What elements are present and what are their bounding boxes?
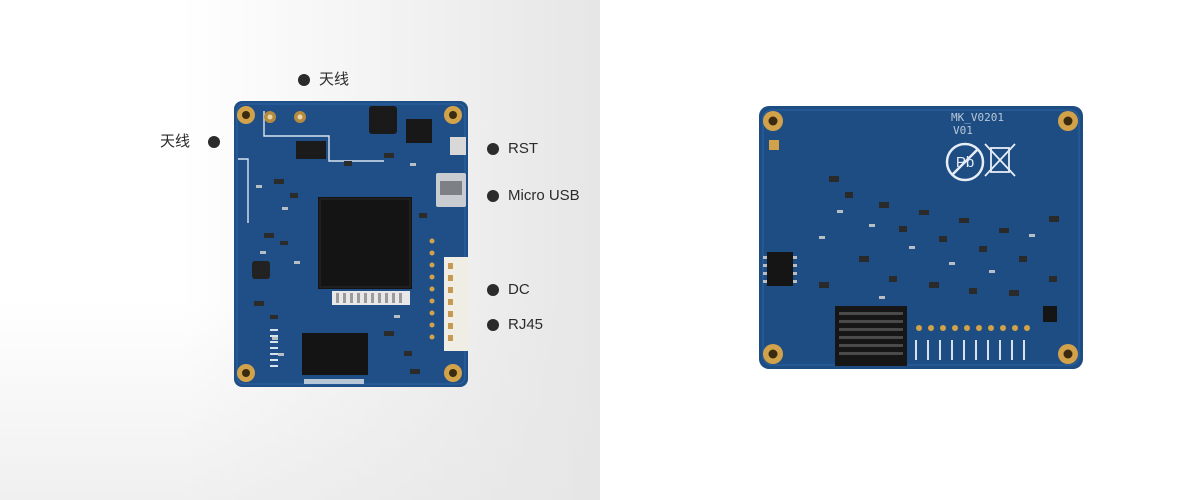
callout-dot (487, 142, 499, 155)
version-silkscreen: V01 (953, 124, 973, 137)
callout-antenna-left-text: 天线 (160, 133, 191, 150)
callout-dot (208, 135, 221, 148)
weee-bin-mark (984, 143, 1016, 177)
callout-dot (487, 283, 499, 296)
pcb-board-back: Pb MK_V0201 V01 (759, 106, 1083, 369)
callout-rst-text: RST (508, 140, 538, 157)
callout-micro-usb-text: Micro USB (508, 187, 580, 204)
callout-antenna-top: 天线 (298, 72, 349, 87)
model-silkscreen: MK_V0201 (951, 111, 1004, 124)
antenna-connector (294, 111, 306, 123)
callout-rj45: RJ45 (487, 317, 543, 332)
lead-free-text: Pb (956, 154, 974, 171)
antenna-connector (264, 111, 276, 123)
callout-rj45-text: RJ45 (508, 316, 544, 333)
callout-rst: RST (487, 141, 538, 156)
callout-dot (298, 73, 310, 86)
mounting-hole (1058, 111, 1078, 131)
mounting-hole (763, 344, 783, 364)
callout-antenna-top-text: 天线 (319, 71, 350, 88)
mounting-hole (237, 106, 255, 124)
mounting-hole (237, 364, 255, 382)
mounting-hole (763, 111, 783, 131)
pcb-front-graphic (234, 101, 468, 387)
side-connector (444, 257, 468, 351)
callout-antenna-left: 天线 (160, 133, 221, 150)
mounting-hole (1058, 344, 1078, 364)
callout-micro-usb: Micro USB (487, 188, 580, 203)
callout-dc-text: DC (508, 281, 530, 298)
pcb-board-front (234, 101, 468, 387)
mounting-hole (444, 106, 462, 124)
callout-dot (487, 318, 499, 331)
lead-free-mark (945, 142, 985, 182)
pcb-back-graphic: Pb MK_V0201 V01 (759, 106, 1083, 369)
mounting-hole (444, 364, 462, 382)
callout-dc: DC (487, 282, 530, 297)
reset-button-graphic (450, 137, 466, 155)
callout-dot (487, 189, 499, 202)
